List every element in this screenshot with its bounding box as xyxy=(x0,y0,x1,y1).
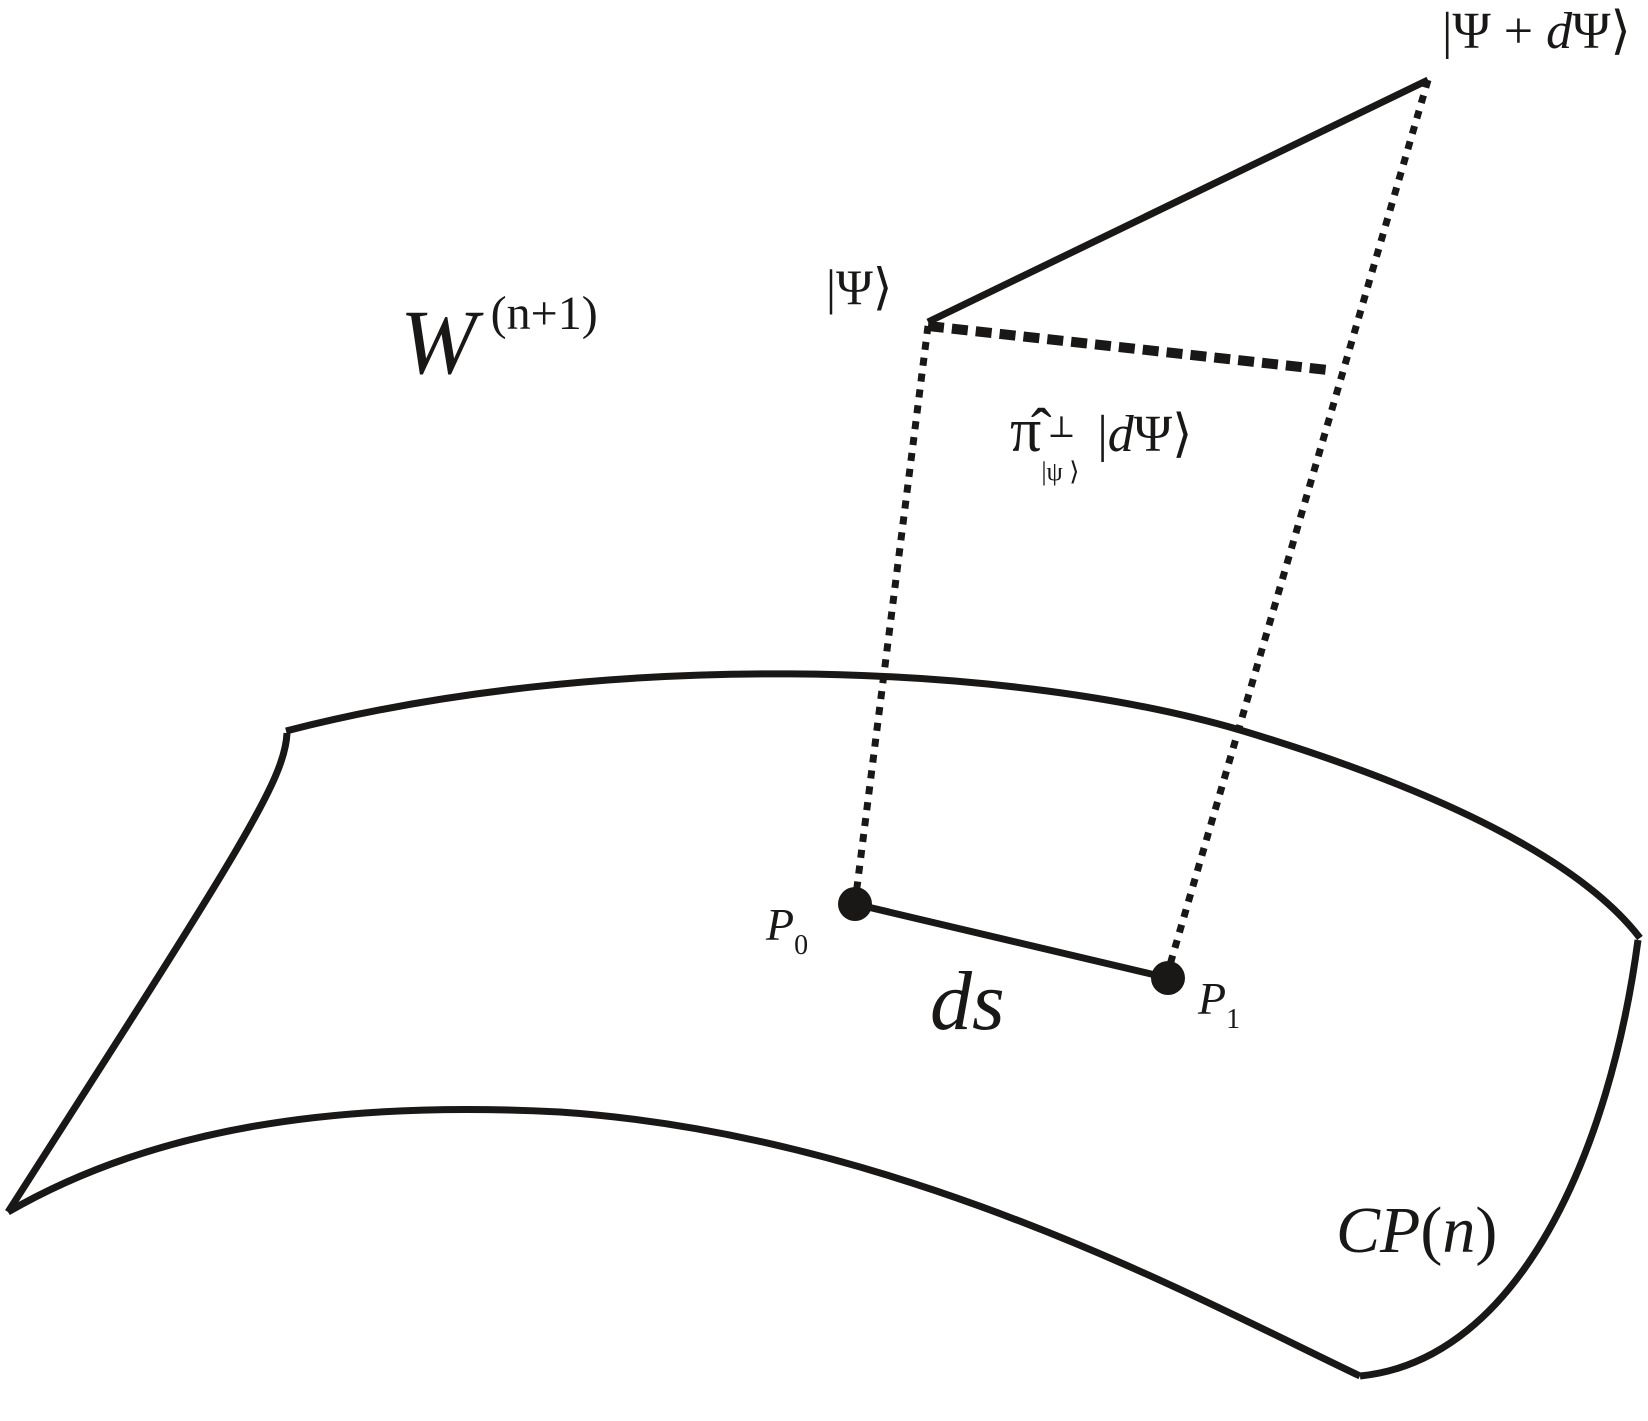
manifold-arg: n xyxy=(1442,1194,1476,1267)
point-p0-marker xyxy=(838,887,872,921)
psi-symbol: Ψ xyxy=(1572,3,1611,60)
ket-angle: ⟩ xyxy=(1610,3,1631,60)
projection-segment xyxy=(927,321,1329,375)
perp-superscript: ⊥ xyxy=(1047,411,1076,444)
vector-segment xyxy=(926,76,1430,326)
differential-d: d xyxy=(1107,406,1134,463)
ambient-space-label: W(n+1) xyxy=(400,287,598,389)
point-subscript: 0 xyxy=(794,930,809,961)
ket-bar: | xyxy=(1442,3,1453,60)
surface-bottom-edge xyxy=(6,1106,1362,1380)
psi-symbol: Ψ xyxy=(1133,406,1173,463)
psi-ket-label: |Ψ⟩ xyxy=(826,262,892,312)
projection-line-left xyxy=(852,325,932,896)
point-p0-label: P0 xyxy=(766,902,808,960)
point-p1-label: P1 xyxy=(1198,976,1240,1034)
ket-angle: ⟩ xyxy=(872,259,893,315)
projection-line-right xyxy=(1163,79,1432,976)
projection-label: π̂ ⊥ |ψ ⟩ |dΨ⟩ xyxy=(1010,397,1193,485)
ket-bar: | xyxy=(826,259,837,315)
projection-operator: π̂ xyxy=(1010,397,1042,465)
line-element-label: ds xyxy=(930,955,1005,1048)
point-subscript: 1 xyxy=(1226,1004,1241,1035)
plus-operator: + xyxy=(1490,3,1547,60)
ket-bar: | xyxy=(1097,406,1108,463)
manifold-label: CP(n) xyxy=(1336,1198,1497,1264)
paren-close: ) xyxy=(1475,1194,1498,1267)
psi-symbol: Ψ xyxy=(1452,3,1491,60)
differential-d: d xyxy=(1546,3,1573,60)
point-base: P xyxy=(1198,973,1227,1024)
ket-angle: ⟩ xyxy=(1172,406,1193,463)
paren-open: ( xyxy=(1420,1194,1443,1267)
manifold-base: CP xyxy=(1336,1194,1421,1267)
surface-left-edge xyxy=(5,732,291,1214)
psi-symbol: Ψ xyxy=(836,259,873,315)
surface-top-edge xyxy=(285,670,1643,941)
psi-subscript: |ψ ⟩ xyxy=(1041,457,1080,486)
ambient-space-superscript: (n+1) xyxy=(490,287,598,340)
point-base: P xyxy=(766,899,795,950)
ambient-space-base: W xyxy=(400,291,477,393)
point-p1-marker xyxy=(1151,961,1185,995)
psi-plus-dpsi-ket-label: |Ψ + dΨ⟩ xyxy=(1442,6,1631,58)
surface-right-edge xyxy=(1359,939,1642,1380)
geodesic-segment xyxy=(854,900,1169,982)
